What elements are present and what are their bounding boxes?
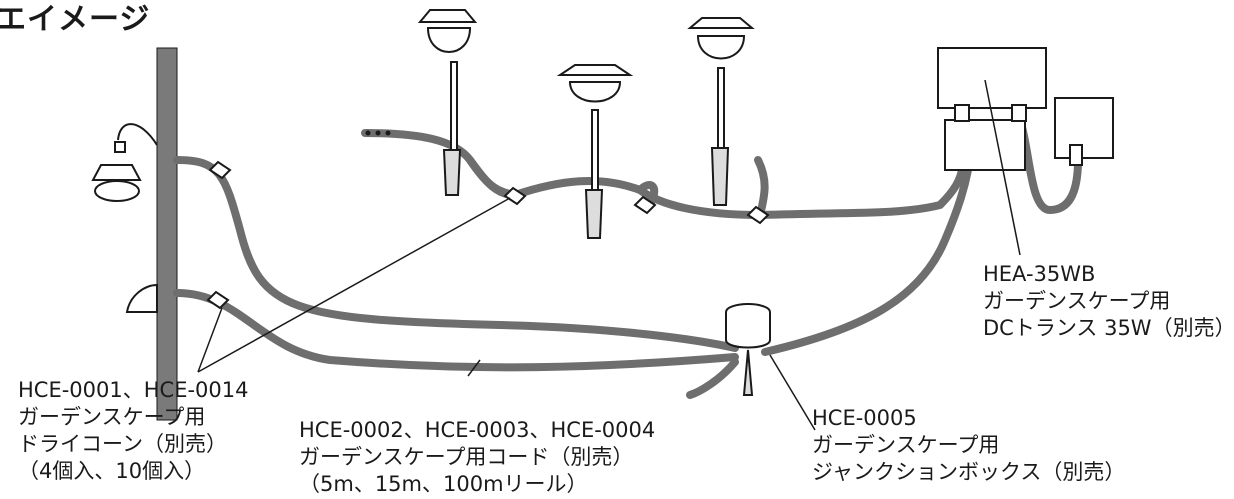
cord-label-line2: ガーデンスケープ用コード（別売） <box>299 445 634 469</box>
drycone-label-line3: ドライコーン（別売） <box>18 432 227 456</box>
leader-cord <box>467 359 481 377</box>
cord-label-line1: HCE-0002、HCE-0003、HCE-0004 <box>299 418 656 442</box>
junction-label: HCE-0005 ガーデンスケープ用 ジャンクションボックス（別売） <box>812 405 1125 486</box>
leader-junction <box>769 354 816 431</box>
leader-drycone-a <box>197 307 223 373</box>
junction-label-line1: HCE-0005 <box>812 406 917 430</box>
cable-outlet <box>1016 116 1082 214</box>
continuation-dots <box>365 130 391 136</box>
dry-cone-1 <box>208 160 232 180</box>
cable-junction-transformer <box>761 166 972 356</box>
cable-branch-1 <box>466 156 519 199</box>
dry-cone-2 <box>206 290 230 310</box>
wall-outlet <box>1054 97 1114 166</box>
junction-box <box>725 303 771 396</box>
transformer-label-line3: DCトランス 35W（別売） <box>983 316 1234 340</box>
cable-branch-3 <box>754 156 769 219</box>
leader-drycone-b <box>197 197 511 373</box>
transformer <box>937 47 1047 171</box>
cord-label: HCE-0002、HCE-0003、HCE-0004 ガーデンスケープ用コード（… <box>299 417 655 498</box>
garden-light-2 <box>556 64 634 239</box>
junction-label-line2: ガーデンスケープ用 <box>812 433 1000 457</box>
drycone-label: HCE-0001、HCE-0014 ガーデンスケープ用 ドライコーン（別売） （… <box>18 377 249 485</box>
transformer-label-line1: HEA-35WB <box>983 262 1096 286</box>
junction-label-line3: ジャンクションボックス（別売） <box>812 460 1126 484</box>
dry-cone-5 <box>746 205 770 225</box>
cable-wall-light <box>173 156 739 352</box>
diagram-title: エイメージ <box>0 2 151 37</box>
drycone-label-line4: （4個入、10個入） <box>18 459 206 483</box>
garden-light-3 <box>687 17 755 206</box>
drycone-label-line1: HCE-0001、HCE-0014 <box>18 378 249 402</box>
drycone-label-line2: ガーデンスケープ用 <box>18 405 206 429</box>
cable-junction-ground <box>686 358 739 399</box>
down-light <box>125 283 158 313</box>
transformer-label: HEA-35WB ガーデンスケープ用 DCトランス 35W（別売） <box>983 261 1234 342</box>
dry-cones <box>206 160 770 310</box>
wall-lantern <box>91 123 158 202</box>
leader-lines <box>197 79 1021 431</box>
dry-cone-3 <box>503 186 527 206</box>
leader-transformer <box>984 79 1021 256</box>
garden-light-1 <box>417 9 478 196</box>
transformer-label-line2: ガーデンスケープ用 <box>983 289 1171 313</box>
cord-label-line3: （5m、15m、100mリール） <box>299 472 588 496</box>
wall <box>156 47 178 421</box>
cable-branch-2 <box>636 181 659 209</box>
dry-cone-4 <box>633 195 657 215</box>
cable-down-light <box>173 289 739 372</box>
cables <box>173 116 1082 399</box>
